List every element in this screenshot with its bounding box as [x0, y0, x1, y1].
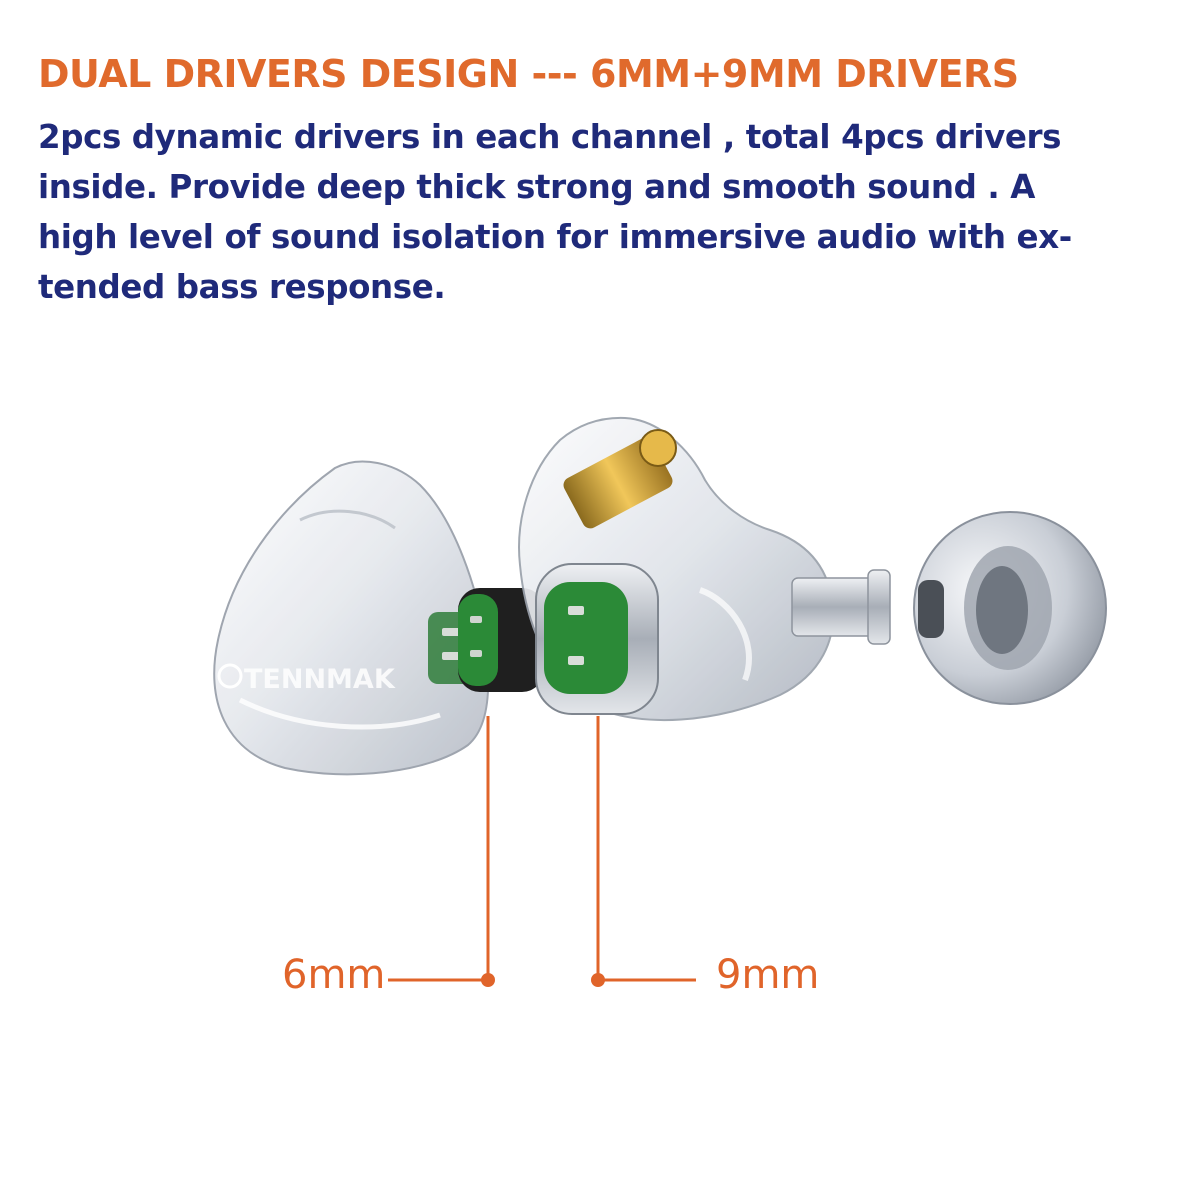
description-line: high level of sound isolation for immers…: [38, 218, 1072, 256]
brand-logo: TENNMAK: [244, 664, 396, 695]
callout-9mm: [591, 716, 696, 987]
earphone-shell-icon: [213, 460, 490, 776]
callout-label-9mm: 9mm: [716, 952, 820, 998]
description: 2pcs dynamic drivers in each channel , t…: [38, 112, 1072, 312]
driver-unit-icon: [535, 563, 659, 715]
callout-label-6mm: 6mm: [282, 952, 386, 998]
ear-tip-icon: [913, 511, 1107, 705]
callout-6mm: [388, 716, 495, 987]
driver-unit-icon: [458, 588, 544, 692]
description-line: inside. Provide deep thick strong and sm…: [38, 168, 1035, 206]
callout-dot-icon: [481, 973, 495, 987]
callout-dot-icon: [591, 973, 605, 987]
description-line: tended bass response.: [38, 268, 446, 306]
headline: DUAL DRIVERS DESIGN --- 6MM+9MM DRIVERS: [38, 52, 1019, 96]
description-line: 2pcs dynamic drivers in each channel , t…: [38, 118, 1062, 156]
